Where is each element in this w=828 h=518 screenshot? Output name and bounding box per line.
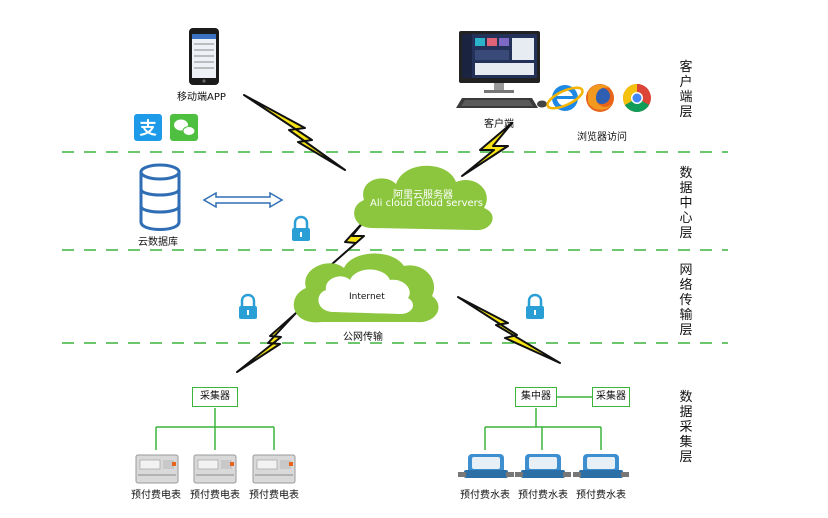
collector-left-box: 采集器 (192, 387, 238, 407)
lock-icon-network-right (526, 293, 544, 319)
cloud-server-label-cn: 阿里云服务器 (393, 190, 453, 201)
layer-label-network: 网络传输层 (679, 263, 693, 338)
smartphone-icon (189, 28, 219, 85)
electric-meter-icon (193, 454, 237, 484)
mobile-app-label: 移动端APP (177, 92, 226, 103)
chrome-icon (623, 84, 651, 112)
concentrator-connector (484, 396, 602, 450)
cloud-database-label: 云数据库 (138, 237, 178, 248)
water-meter-label: 预付费水表 (576, 490, 626, 501)
desktop-computer-icon (456, 31, 547, 108)
lightning-bolt-left (236, 312, 297, 373)
layer-label-acquisition: 数据采集层 (679, 390, 693, 465)
lightning-bolt-pc (461, 122, 513, 177)
collector-right-box: 采集器 (592, 387, 630, 407)
electric-meter-label: 预付费电表 (249, 490, 299, 501)
water-meter-icon (573, 454, 629, 478)
electric-meter-label: 预付费电表 (131, 490, 181, 501)
lightning-bolt-right (457, 296, 561, 364)
internet-explorer-icon (546, 85, 584, 111)
lightning-bolt-mobile (243, 94, 346, 171)
water-meter-label: 预付费水表 (518, 490, 568, 501)
svg-text:支: 支 (140, 118, 158, 139)
pc-client-label: 客户端 (484, 119, 514, 130)
wechat-icon (170, 114, 198, 141)
cloud-internet-shape (293, 253, 439, 323)
internet-label: Internet (349, 292, 385, 302)
collector-left-connector (155, 408, 275, 450)
alipay-icon: 支 (134, 114, 162, 141)
lock-icon-datacenter (292, 215, 310, 241)
cloud-server-shape (354, 165, 493, 231)
concentrator-box: 集中器 (515, 387, 557, 407)
water-meter-icon (458, 454, 514, 478)
public-network-label: 公网传输 (343, 332, 383, 343)
layer-label-client: 客户端层 (679, 60, 693, 120)
water-meter-label: 预付费水表 (460, 490, 510, 501)
water-meter-icon (515, 454, 571, 478)
layer-label-datacenter: 数据中心层 (679, 166, 693, 241)
bidirectional-arrow-icon (202, 191, 284, 209)
browser-access-label: 浏览器访问 (577, 132, 627, 143)
firefox-icon (586, 84, 614, 112)
cloud-server-label-en: Ali cloud cloud servers (370, 198, 483, 209)
electric-meter-icon (135, 454, 179, 484)
electric-meter-label: 预付费电表 (190, 490, 240, 501)
lock-icon-network-left (239, 293, 257, 319)
database-cylinder-icon (139, 163, 181, 231)
electric-meter-icon (252, 454, 296, 484)
